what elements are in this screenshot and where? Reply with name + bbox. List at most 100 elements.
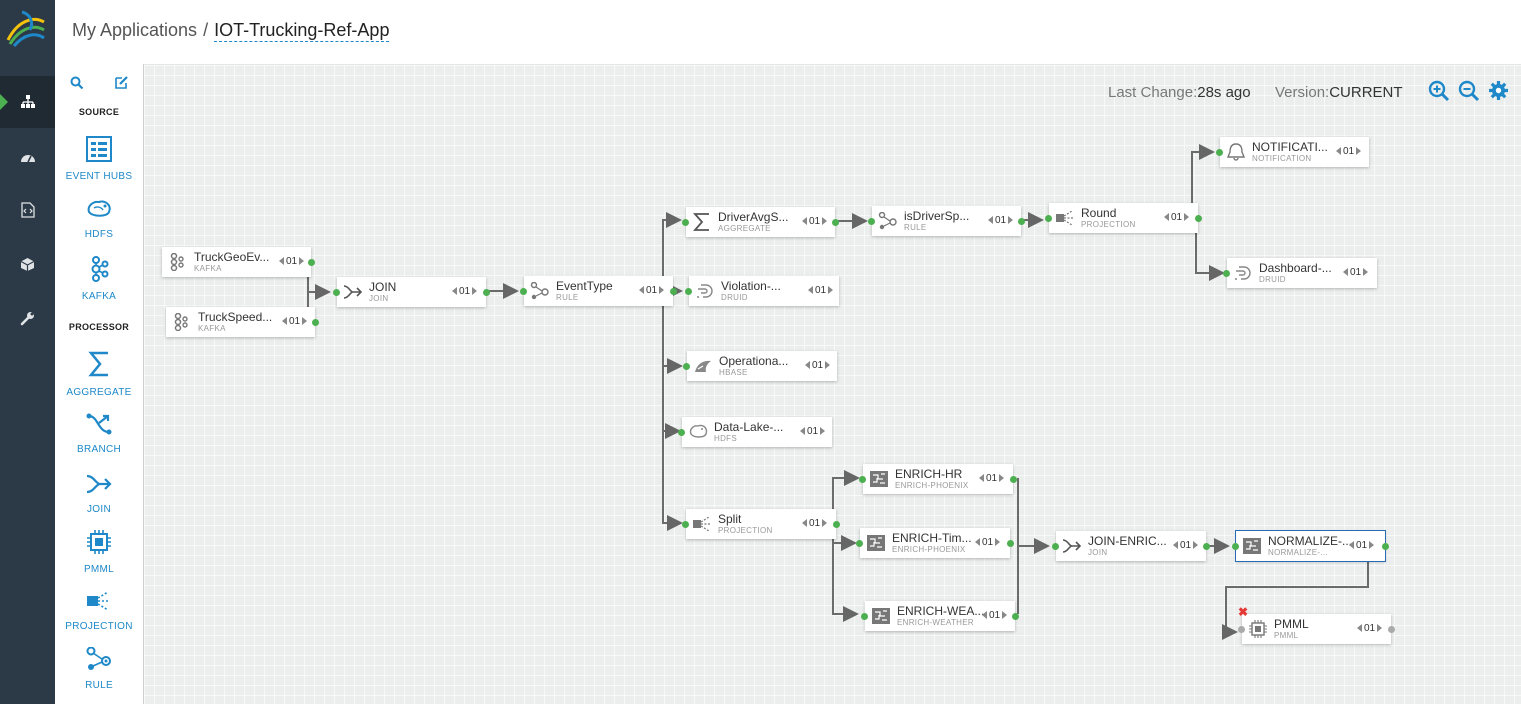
parallelism-stepper[interactable]: 01 (988, 215, 1014, 226)
zoom-out-icon[interactable] (1458, 80, 1480, 102)
node-name: ENRICH-Tim... (892, 531, 972, 545)
input-port[interactable] (682, 219, 689, 226)
input-port[interactable] (1232, 543, 1239, 550)
parallelism-stepper[interactable]: 01 (982, 610, 1008, 621)
input-port[interactable] (333, 289, 340, 296)
parallelism-stepper[interactable]: 01 (805, 360, 831, 371)
output-port[interactable] (670, 288, 677, 295)
parallelism-stepper[interactable]: 01 (979, 473, 1005, 484)
node-truckspeed[interactable]: TruckSpeed... KAFKA 01 (166, 307, 319, 337)
node-truckgeoevent[interactable]: TruckGeoEv... KAFKA 01 (162, 247, 315, 277)
input-port[interactable] (1216, 149, 1223, 156)
output-port[interactable] (1195, 215, 1202, 222)
input-port[interactable] (1052, 543, 1059, 550)
node-driveravgspeed[interactable]: DriverAvgS... AGGREGATE 01 (682, 207, 839, 237)
input-port[interactable] (1238, 626, 1245, 633)
input-port[interactable] (1223, 270, 1230, 277)
palette-item-projection[interactable]: PROJECTION (55, 590, 143, 632)
parallelism-stepper[interactable]: 01 (452, 286, 478, 297)
palette-item-hdfs[interactable]: HDFS (55, 198, 143, 240)
node-notification[interactable]: NOTIFICATI... NOTIFICATION 01 (1216, 137, 1369, 167)
node-datalake-hdfs[interactable]: Data-Lake-... HDFS 01 (678, 417, 832, 447)
parallelism-stepper[interactable]: 01 (1349, 540, 1375, 551)
parallelism-stepper[interactable]: 01 (975, 537, 1001, 548)
node-violation-druid[interactable]: Violation-... DRUID 01 (685, 276, 839, 306)
output-port[interactable] (483, 289, 490, 296)
input-port[interactable] (861, 613, 868, 620)
node-join[interactable]: JOIN JOIN 01 (333, 277, 490, 307)
output-port[interactable] (833, 521, 840, 528)
parallelism-stepper[interactable]: 01 (800, 426, 826, 437)
edit-icon[interactable] (114, 75, 129, 90)
topology-canvas[interactable]: Last Change:28s ago Version:CURRENT (144, 65, 1521, 704)
node-enrich-weather[interactable]: ENRICH-WEA... ENRICH-WEATHER 01 (861, 601, 1019, 631)
parallelism-stepper[interactable]: 01 (1336, 146, 1362, 157)
node-isdriverspeeding[interactable]: isDriverSp... RULE 01 (868, 206, 1025, 236)
parallelism-stepper[interactable]: 01 (1357, 623, 1383, 634)
nav-wrench[interactable] (0, 292, 55, 344)
node-type: KAFKA (198, 324, 226, 333)
output-port[interactable] (312, 319, 319, 326)
parallelism-stepper[interactable]: 01 (639, 285, 665, 296)
search-icon[interactable] (70, 76, 84, 90)
node-enrich-time[interactable]: ENRICH-Tim... ENRICH-PHOENIX 01 (856, 528, 1014, 558)
nav-topology[interactable] (0, 76, 55, 128)
node-type: HBASE (719, 368, 748, 377)
palette-item-kafka[interactable]: KAFKA (55, 256, 143, 302)
node-eventtype[interactable]: EventType RULE 01 (520, 276, 677, 306)
output-port[interactable] (832, 219, 839, 226)
output-port[interactable] (1018, 218, 1025, 225)
palette-item-rule[interactable]: RULE (55, 646, 143, 691)
input-port[interactable] (859, 476, 866, 483)
input-port[interactable] (682, 521, 689, 528)
node-split[interactable]: Split PROJECTION 01 (682, 509, 840, 539)
palette-item-label: EVENT HUBS (65, 171, 133, 182)
palette-item-aggregate[interactable]: AGGREGATE (55, 350, 143, 398)
output-port[interactable] (1388, 626, 1395, 633)
parallelism-stepper[interactable]: 01 (802, 216, 828, 227)
output-port[interactable] (1203, 543, 1210, 550)
parallelism-stepper[interactable]: 01 (1173, 540, 1199, 551)
node-normalize[interactable]: NORMALIZE-... NORMALIZE-... 01 (1232, 530, 1389, 562)
breadcrumb-root[interactable]: My Applications (72, 20, 198, 40)
input-port[interactable] (868, 218, 875, 225)
parallelism-stepper[interactable]: 01 (802, 518, 828, 529)
node-operational-hbase[interactable]: Operationa... HBASE 01 (683, 351, 837, 381)
input-port[interactable] (683, 363, 690, 370)
output-port[interactable] (1007, 540, 1014, 547)
parallelism-stepper[interactable]: 01 (282, 316, 308, 327)
nav-code[interactable] (0, 184, 55, 236)
output-port[interactable] (308, 259, 315, 266)
output-port[interactable] (1012, 613, 1019, 620)
palette-item-branch[interactable]: BRANCH (55, 413, 143, 455)
breadcrumb-app-name[interactable]: IOT-Trucking-Ref-App (214, 20, 390, 42)
palette-item-pmml[interactable]: PMML (55, 529, 143, 575)
rule-icon (878, 212, 897, 230)
output-port[interactable] (1382, 543, 1389, 550)
parallelism-stepper[interactable]: 01 (1343, 267, 1369, 278)
input-port[interactable] (678, 429, 685, 436)
gear-icon[interactable] (1488, 80, 1509, 101)
node-pmml[interactable]: ✖ PMML PMML 01 (1238, 605, 1395, 644)
nav-package[interactable] (0, 238, 55, 290)
parallelism-stepper[interactable]: 01 (1164, 212, 1190, 223)
node-type: RULE (904, 223, 927, 232)
input-port[interactable] (520, 288, 527, 295)
breadcrumb-separator: / (203, 20, 209, 40)
parallelism-stepper[interactable]: 01 (808, 285, 834, 296)
node-round[interactable]: Round PROJECTION 01 (1045, 203, 1202, 233)
input-port[interactable] (685, 288, 692, 295)
node-enrich-hr[interactable]: ENRICH-HR ENRICH-PHOENIX 01 (859, 464, 1017, 494)
node-join-enriched[interactable]: JOIN-ENRIC... JOIN 01 (1052, 531, 1210, 561)
nav-dashboard[interactable] (0, 131, 55, 183)
palette-item-join[interactable]: JOIN (55, 473, 143, 515)
zoom-in-icon[interactable] (1428, 80, 1450, 102)
node-dashboard-druid[interactable]: Dashboard-... DRUID 01 (1223, 258, 1377, 288)
node-name: Round (1081, 206, 1117, 220)
input-port[interactable] (856, 540, 863, 547)
app-logo[interactable] (0, 0, 55, 64)
parallelism-stepper[interactable]: 01 (279, 256, 305, 267)
output-port[interactable] (1010, 476, 1017, 483)
input-port[interactable] (1045, 215, 1052, 222)
palette-item-event-hubs[interactable]: EVENT HUBS (55, 136, 143, 182)
